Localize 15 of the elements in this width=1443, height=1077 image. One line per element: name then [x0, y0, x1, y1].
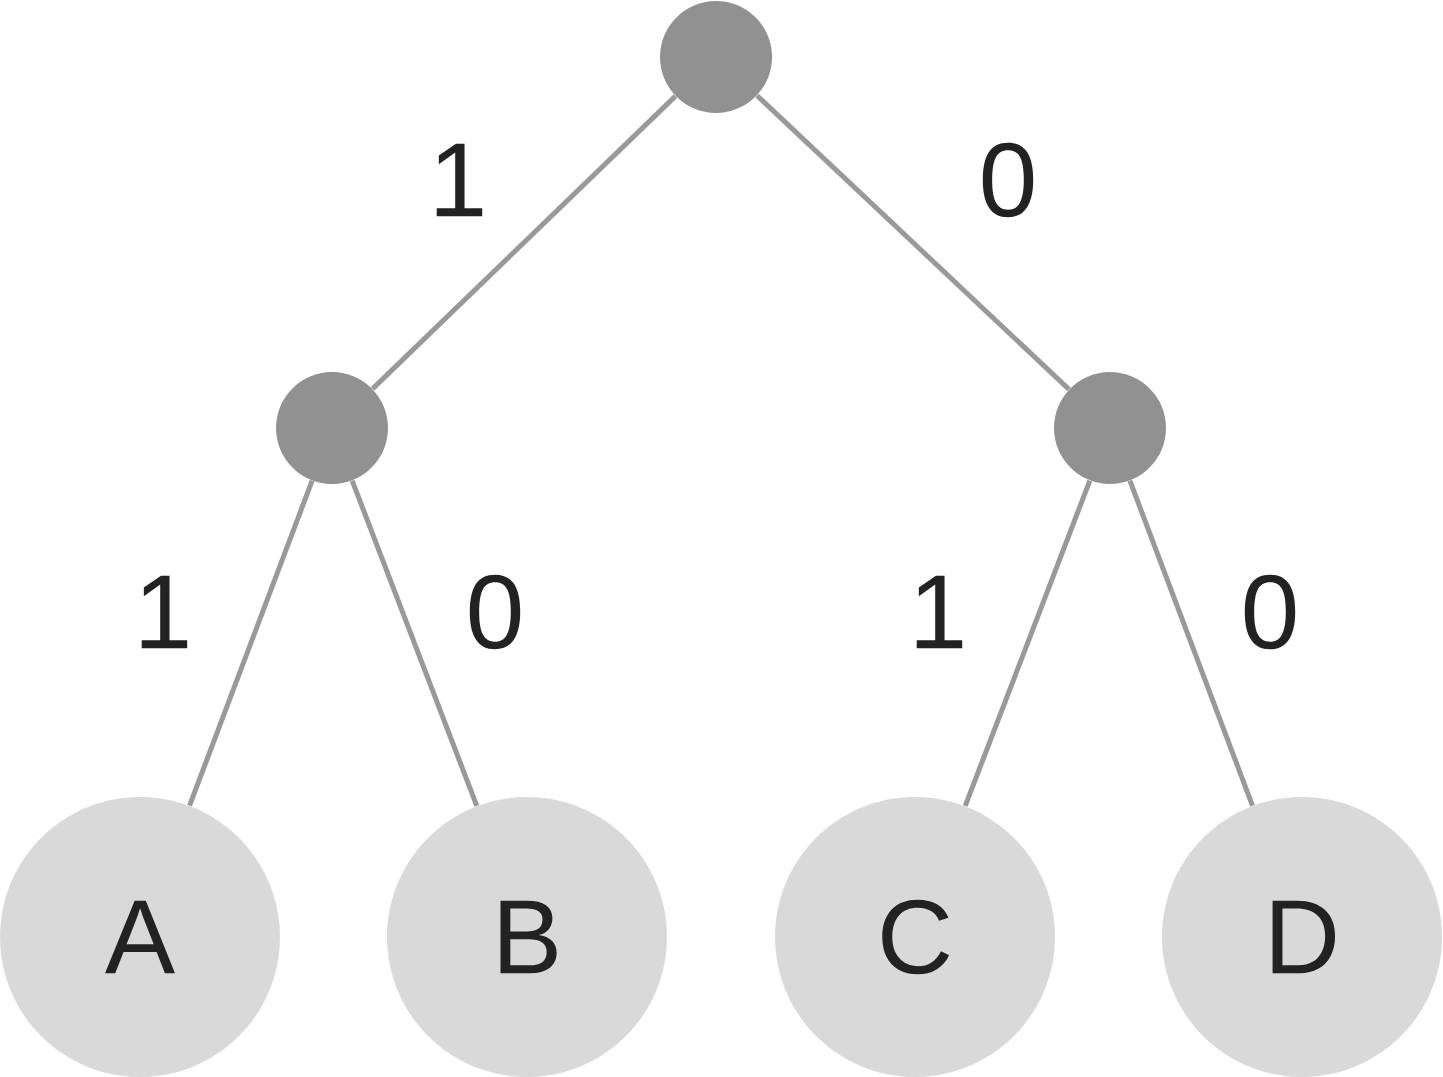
connector-line — [1127, 479, 1255, 807]
edge-label: 0 — [1244, 574, 1296, 650]
connector-line — [962, 479, 1093, 807]
connector-line — [370, 94, 678, 391]
edge-label: 1 — [141, 575, 188, 649]
edge-label: 1 — [436, 143, 483, 217]
connector-line — [755, 93, 1071, 392]
edge-label: 1 — [916, 575, 963, 649]
connector-line — [349, 479, 480, 807]
edge-label: 0 — [982, 142, 1034, 218]
branch-dot — [1054, 372, 1166, 484]
connector-line — [187, 479, 315, 807]
edge-label: 0 — [469, 574, 521, 650]
branch-dot — [660, 1, 772, 113]
branch-dot — [276, 372, 388, 484]
